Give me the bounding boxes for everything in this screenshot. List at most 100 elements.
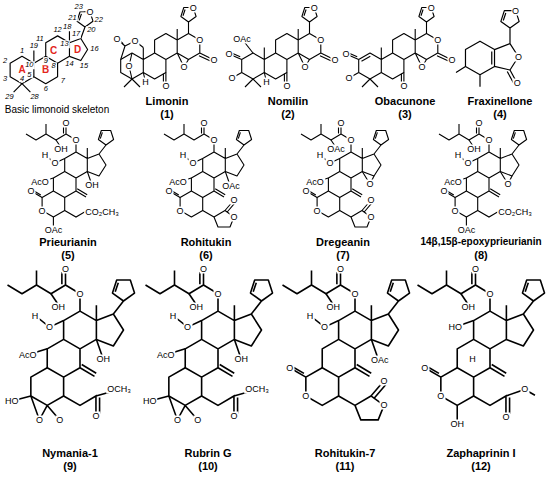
atom-label: O [173, 415, 182, 424]
locant-number: 12 [52, 26, 62, 34]
atom-label: O [229, 411, 238, 420]
locant-number: 14 [64, 60, 74, 68]
atom-label: O [164, 187, 173, 196]
structure-part [362, 56, 371, 61]
atom-label: O [61, 265, 70, 274]
atom-label: H [169, 311, 178, 320]
atom-label: O [313, 206, 322, 215]
locant-number: 16 [89, 45, 99, 53]
atom-label: O [350, 289, 359, 298]
locant-number: 23 [74, 3, 84, 11]
atom-label: H [141, 78, 150, 87]
structure-part [163, 8, 214, 87]
structure-part [306, 368, 339, 406]
atom-label: HO [447, 323, 463, 332]
atom-label: HO [142, 397, 158, 406]
atom-label: AcO [30, 178, 50, 187]
locant-number: 22 [93, 16, 103, 24]
atom-label: O [55, 415, 64, 424]
atom-label: O [316, 36, 325, 45]
atom-label: O [71, 136, 80, 145]
structure-part [359, 29, 416, 87]
atom-label: O [451, 206, 460, 215]
atom-label: H [454, 151, 463, 160]
atom-label: O [399, 82, 408, 91]
atom-label: H [316, 151, 325, 160]
fraxinellone-structure [456, 11, 519, 87]
atom-label: OH [461, 302, 477, 311]
locant-number: 4 [19, 75, 25, 83]
skeleton-structure [10, 12, 93, 92]
atom-label: O [61, 119, 70, 128]
locant-number: 1 [19, 47, 25, 55]
atom-label: O [209, 136, 218, 145]
compound-name: Zaphaprinin I [445, 448, 516, 459]
structure-part [121, 29, 178, 87]
atom-label: OH [51, 302, 67, 311]
atom-label: O [427, 3, 436, 12]
locant-number: 29 [4, 94, 14, 102]
atom-label: O [199, 119, 208, 128]
atom-label: O [124, 62, 133, 71]
compound-name: Nymania-1 [41, 448, 99, 459]
locant-number: 7 [60, 77, 66, 85]
structure-part [169, 368, 202, 406]
structure-part [146, 269, 273, 377]
atom-label: AcO [305, 178, 325, 187]
atom-label: OH [466, 145, 482, 154]
atom-label: O [209, 56, 218, 65]
compound-name: (4) [492, 109, 507, 120]
atom-label: OH [84, 181, 100, 190]
compound-name: (8) [473, 250, 488, 261]
compound-name: Rohitukin [180, 237, 233, 248]
atom-label: OCH₃ [106, 385, 132, 394]
atom-label: OH [326, 302, 342, 311]
ring-letter: B [41, 65, 50, 75]
atom-label: O [379, 376, 388, 385]
atom-label: O [161, 82, 170, 91]
atom-label: O [336, 119, 345, 128]
atom-label: O [463, 159, 472, 168]
atom-label: O [346, 136, 355, 145]
compound-name: Nomilin [267, 96, 309, 107]
compound-name: Fraxinellone [467, 96, 534, 107]
structure-part [439, 123, 527, 198]
compound-name: (3) [397, 109, 412, 120]
locant-number: 28 [29, 94, 39, 102]
locant-number: 10 [24, 62, 34, 70]
atom-label: O [365, 180, 374, 189]
atom-label: O [26, 187, 35, 196]
atom-label: O [471, 265, 480, 274]
ring-letter: C [49, 46, 58, 56]
atom-label: O [285, 363, 294, 372]
atom-label: O [183, 323, 192, 332]
atom-label: OAc [232, 35, 252, 44]
atom-label: O [195, 36, 204, 45]
atom-label: O [229, 196, 238, 205]
compound-name: (5) [60, 250, 75, 261]
structure-part [164, 123, 252, 198]
atom-label: O [485, 289, 494, 298]
atom-label: OAc [221, 182, 241, 191]
locant-number: 2 [2, 57, 8, 65]
atom-label: H [262, 78, 271, 87]
atom-label: O [75, 289, 84, 298]
compound-name: Rubrin G [183, 448, 232, 459]
atom-label: O [420, 363, 429, 372]
dregeanin-structure [301, 123, 389, 227]
compound-name: (6) [198, 250, 213, 261]
atom-label: O [501, 413, 510, 422]
nomilin-structure [229, 8, 335, 88]
nymania-structure [7, 269, 134, 420]
atom-label: O [474, 119, 483, 128]
compound-name: (9) [62, 461, 77, 472]
limonin-structure [117, 8, 214, 88]
atom-label: H [468, 355, 477, 364]
atom-label: O [484, 136, 493, 145]
locant-number: 15 [79, 62, 89, 70]
atom-label: AcO [443, 178, 463, 187]
atom-label: O [300, 63, 309, 72]
atom-label: H [306, 311, 315, 320]
atom-label: CO₂CH₃ [497, 208, 533, 217]
atom-label: H [41, 151, 50, 160]
